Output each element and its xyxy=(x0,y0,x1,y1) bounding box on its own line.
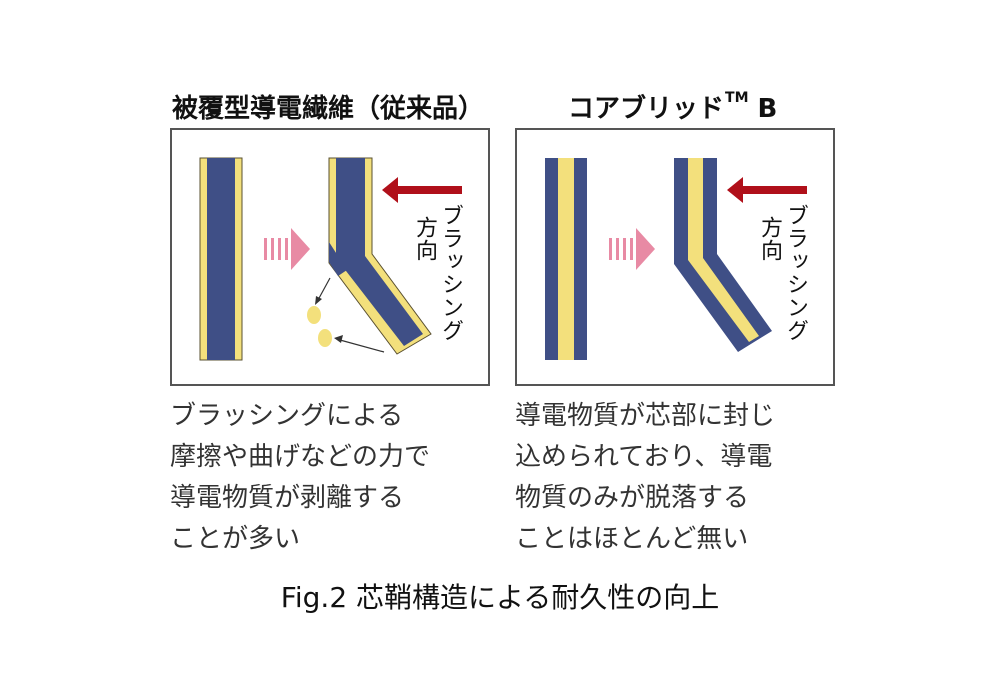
right-title-main: コアブリッド xyxy=(568,94,725,124)
bent-coated-fiber xyxy=(328,157,432,355)
left-description-line: 導電物質が剥離する xyxy=(170,483,405,513)
right-description-line: ことはほとんど無い xyxy=(515,524,749,554)
left-description-line: ブラッシングによる xyxy=(170,401,404,431)
right-description-line: 込められており、導電 xyxy=(515,442,773,472)
left-description-line: ことが多い xyxy=(170,524,301,554)
transition-arrow-icon xyxy=(609,228,655,270)
right-title-suffix: B xyxy=(748,94,778,124)
coated-fiber-diagram: ブラッシング 方向 xyxy=(170,128,490,386)
core-sheath-fiber-diagram: ブラッシング 方向 xyxy=(515,128,835,386)
left-brushing-label: ブラッシング xyxy=(438,204,463,342)
bent-fiber-core xyxy=(688,158,759,342)
bent-core-sheath-fiber xyxy=(674,158,772,352)
straight-core-sheath-fiber xyxy=(545,158,587,360)
brushing-direction-arrow-icon xyxy=(727,177,807,203)
right-description: 導電物質が芯部に封じ 込められており、導電 物質のみが脱落する ことはほとんど無… xyxy=(515,396,835,560)
particle-1 xyxy=(307,306,321,324)
right-panel-title: コアブリッドTM B xyxy=(568,88,777,125)
bent-fiber-core xyxy=(336,158,423,346)
detached-particles xyxy=(307,277,385,353)
coated-fiber-svg xyxy=(199,157,462,361)
left-description: ブラッシングによる 摩擦や曲げなどの力で 導電物質が剥離する ことが多い xyxy=(170,396,490,560)
figure-caption: Fig.2 芯鞘構造による耐久性の向上 xyxy=(280,581,720,614)
right-description-line: 物質のみが脱落する xyxy=(515,483,750,513)
transition-arrow-icon xyxy=(264,228,310,270)
core-sheath-fiber-svg xyxy=(545,158,807,360)
right-title-trademark: TM xyxy=(725,90,749,106)
brushing-direction-arrow-icon xyxy=(382,177,462,203)
particle-2 xyxy=(318,329,332,347)
right-description-line: 導電物質が芯部に封じ xyxy=(515,401,776,431)
left-panel-title: 被覆型導電繊維（従来品） xyxy=(172,94,485,124)
left-direction-label: 方向 xyxy=(412,216,437,262)
right-direction-label: 方向 xyxy=(757,216,782,262)
straight-fiber-core xyxy=(558,158,574,360)
left-description-line: 摩擦や曲げなどの力で xyxy=(170,442,431,472)
peeled-area xyxy=(329,242,347,276)
right-brushing-label: ブラッシング xyxy=(783,204,808,342)
straight-coated-fiber xyxy=(199,157,243,361)
straight-fiber-core xyxy=(207,158,235,360)
